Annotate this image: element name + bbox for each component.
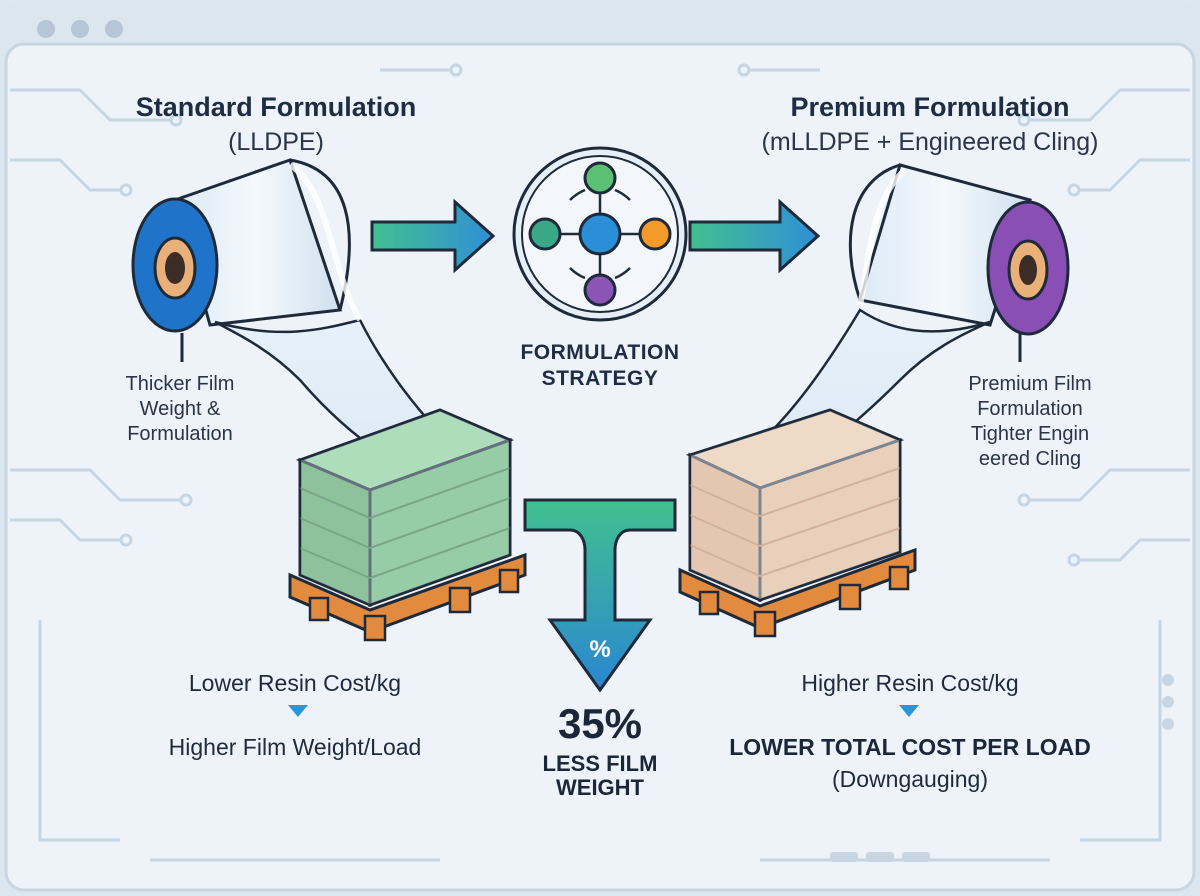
premium-pallet-load — [678, 408, 917, 638]
reduction-label: LESS FILM WEIGHT — [480, 752, 720, 800]
premium-note-line-3: Tighter Engin — [970, 423, 1090, 445]
premium-note-line-4: eered Cling — [978, 448, 1082, 470]
standard-cost-bottom: Higher Film Weight/Load — [168, 734, 422, 760]
bottom-decor — [830, 674, 1174, 862]
standard-pallet-load — [288, 408, 527, 642]
strategy-line-2: STRATEGY — [541, 367, 659, 390]
standard-note-line-3: Formulation — [127, 423, 233, 445]
formulation-strategy-icon — [512, 146, 688, 322]
premium-note-line-1: Premium Film — [968, 373, 1092, 395]
reduction-line-1: LESS FILM — [542, 751, 658, 776]
standard-note: Thicker Film Weight & Formulation — [80, 372, 280, 447]
window-dot-1[interactable] — [37, 20, 55, 38]
premium-cost-sub: (Downgauging) — [832, 766, 988, 792]
premium-down-triangle-icon — [899, 705, 919, 717]
right-flow-arrow — [688, 198, 821, 274]
circuit-traces — [10, 63, 1190, 862]
reduction-value: 35% — [557, 700, 643, 747]
window-dot-3[interactable] — [105, 20, 123, 38]
premium-cost-top: Higher Resin Cost/kg — [801, 670, 1019, 696]
standard-title: Standard Formulation — [135, 92, 417, 122]
standard-film-roll — [131, 158, 351, 362]
strategy-line-1: FORMULATION — [520, 341, 680, 364]
strategy-label: FORMULATION STRATEGY — [480, 340, 720, 392]
node-top — [583, 161, 617, 195]
reduction-line-2: WEIGHT — [556, 775, 644, 800]
premium-cost-bottom: LOWER TOTAL COST PER LOAD — [729, 734, 1091, 760]
standard-subtitle: (LLDPE) — [228, 128, 324, 156]
percent-symbol: % — [589, 636, 611, 663]
standard-note-line-1: Thicker Film — [125, 373, 235, 395]
standard-cost-top: Lower Resin Cost/kg — [188, 670, 402, 696]
premium-note-line-2: Formulation — [977, 398, 1083, 420]
premium-title: Premium Formulation — [790, 92, 1070, 122]
premium-note: Premium Film Formulation Tighter Engin e… — [930, 372, 1130, 472]
reduction-down-arrow — [523, 498, 677, 693]
premium-subtitle: (mLLDPE + Engineered Cling) — [761, 128, 1099, 156]
window-dot-2[interactable] — [71, 20, 89, 38]
standard-down-triangle-icon — [288, 705, 308, 717]
node-bottom — [583, 273, 617, 307]
node-left — [528, 217, 562, 251]
node-center — [578, 212, 622, 256]
standard-note-line-2: Weight & — [139, 398, 221, 420]
node-right — [638, 217, 672, 251]
left-flow-arrow — [370, 198, 496, 274]
